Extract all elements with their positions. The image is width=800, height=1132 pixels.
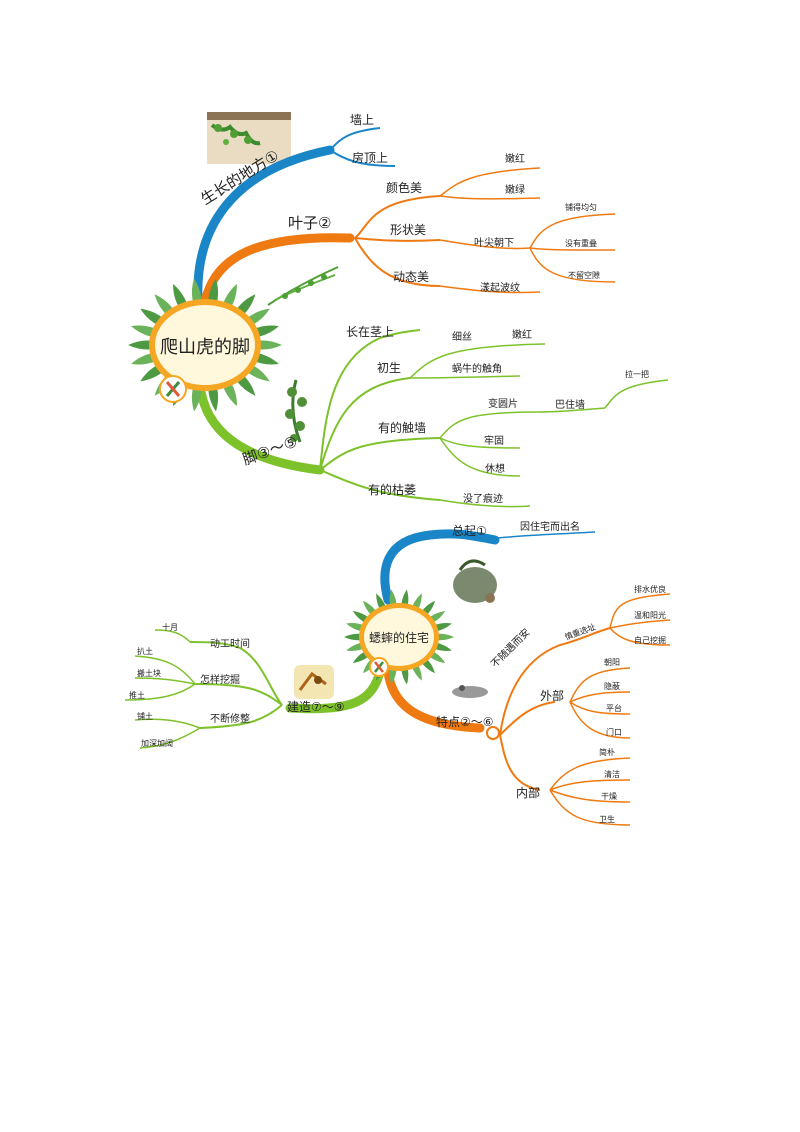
build-time-label: 动工时间 [210, 637, 250, 650]
build-time-oct: 十月 [162, 622, 178, 632]
branch-feet [195, 380, 325, 475]
feature-location-drain: 排水优良 [634, 584, 666, 594]
map2: 总起① 因住宅而出名 特点②～⑥ 不随遇而安 慎重选址 排水优良 温和阳光 自己… [124, 520, 671, 826]
hanging-vine-image [285, 379, 307, 443]
build-repair-pave: 铺土 [137, 711, 153, 721]
feet-newborn-thin: 细丝 [452, 330, 472, 343]
branch-leaf-label: 叶子② [288, 214, 331, 232]
branch-place [193, 145, 335, 305]
feature-outside-platform: 平台 [606, 703, 622, 713]
build-dig-push: 推土 [129, 690, 145, 700]
leaf-color-green: 嫩绿 [505, 183, 525, 196]
feature-outside-door: 门口 [606, 727, 622, 737]
branch-leaf [200, 233, 355, 307]
pencil-icon [369, 657, 389, 677]
cricket-plant-image [453, 559, 497, 603]
feet-touch-curve: 变圆片 [488, 397, 518, 410]
leaf-color-label: 颜色美 [386, 180, 422, 195]
build-dig-label: 怎样挖掘 [200, 673, 240, 686]
center-title-1: 爬山虎的脚 [160, 337, 250, 358]
feet-touch-firm: 牢固 [484, 434, 504, 447]
feet-touch-hold: 巴住墙 [555, 398, 585, 411]
cricket-image [294, 665, 334, 699]
leaf-shape-nogap: 不留空隙 [568, 270, 600, 280]
feature-location-label: 不随遇而安 [488, 626, 533, 671]
place-roof: 房顶上 [352, 150, 388, 165]
pencil-icon [159, 375, 187, 403]
build-dig-carry: 搬土块 [137, 668, 161, 678]
leaf-motion-ripple: 漾起波纹 [480, 281, 520, 294]
build-label: 建造⑦～⑨ [287, 700, 345, 714]
wall-vine-image [207, 112, 291, 164]
feature-label: 特点②～⑥ [436, 714, 494, 729]
summary-label: 总起① [452, 524, 487, 538]
feet-newborn-antenna: 蜗牛的触角 [452, 362, 502, 375]
feature-outside-sun: 朝阳 [604, 658, 620, 667]
feature-inside-simple: 简朴 [599, 747, 615, 757]
build-dig-scrape: 扒土 [137, 646, 153, 656]
branch-summary [380, 529, 500, 605]
center-node-2: 蟋蟀的住宅 [344, 589, 454, 685]
feature-inside-clean: 清洁 [604, 769, 620, 779]
summary-child: 因住宅而出名 [520, 520, 580, 533]
feet-touch-pull: 拉一把 [625, 369, 649, 379]
map1: 生长的地方① 墙上 房顶上 叶子② 颜色美 形状美 动态美 嫩红 嫩绿 叶尖朝下… [127, 112, 669, 508]
burrow-image [452, 685, 488, 698]
leaf-shape-even: 铺得均匀 [565, 202, 597, 212]
feet-wither-label: 有的枯萎 [368, 482, 416, 497]
feature-outside-label: 外部 [540, 688, 564, 703]
leaf-vine-image [267, 266, 339, 306]
feet-newborn-red: 嫩红 [512, 328, 532, 341]
build-repair-deepen: 加深加阔 [141, 738, 173, 748]
center-node-1: 爬山虎的脚 [127, 278, 283, 412]
leaf-shape-label: 形状美 [390, 223, 426, 237]
feet-touch-label: 有的触墙 [378, 420, 426, 435]
feature-inside-label: 内部 [516, 785, 540, 800]
feet-touch-shake: 休想 [485, 462, 505, 475]
branch-feature [383, 667, 485, 733]
feature-inside-hygiene: 卫生 [599, 814, 615, 824]
place-wall: 墙上 [350, 113, 374, 127]
leaf-shape-tip: 叶尖朝下 [474, 236, 514, 249]
center-title-2: 蟋蟀的住宅 [369, 630, 429, 645]
feet-grow: 长在茎上 [346, 325, 394, 339]
feature-badge [486, 726, 500, 740]
feature-inside-dry: 干燥 [601, 792, 617, 801]
branch-build [285, 667, 385, 714]
feet-newborn-label: 初生 [377, 361, 401, 375]
leaf-shape-nooverlap: 没有重叠 [565, 238, 597, 248]
build-repair-label: 不断修整 [210, 712, 250, 725]
leaf-motion-label: 动态美 [393, 270, 429, 284]
feet-wither-trace: 没了痕迹 [463, 492, 503, 505]
leaf-color-red: 嫩红 [505, 152, 525, 165]
feature-outside-hidden: 隐蔽 [604, 681, 620, 691]
feature-location-sun: 温和阳光 [634, 610, 666, 620]
feature-location-dig: 自己挖掘 [634, 635, 666, 645]
